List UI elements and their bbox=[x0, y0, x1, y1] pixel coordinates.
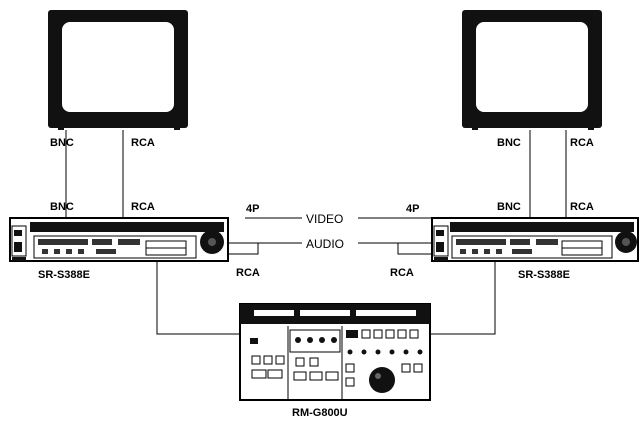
left-vtr-bnc-label: BNC bbox=[50, 201, 74, 213]
left-monitor-rca-label: RCA bbox=[131, 137, 155, 149]
video-signal-label: VIDEO bbox=[306, 212, 343, 226]
right-audio-rca-label: RCA bbox=[390, 267, 414, 279]
right-vtr-rca-label: RCA bbox=[570, 201, 594, 213]
left-vtr bbox=[9, 217, 229, 262]
audio-signal-label: AUDIO bbox=[306, 237, 344, 251]
right-vtr bbox=[431, 217, 639, 262]
right-monitor-rca-label: RCA bbox=[570, 137, 594, 149]
right-monitor-bnc-label: BNC bbox=[497, 137, 521, 149]
right-monitor bbox=[462, 10, 602, 130]
left-4p-label: 4P bbox=[246, 203, 259, 215]
controller-model-label: RM-G800U bbox=[292, 407, 348, 419]
left-monitor-bnc-label: BNC bbox=[50, 137, 74, 149]
left-vtr-rca-label: RCA bbox=[131, 201, 155, 213]
remote-controller bbox=[239, 303, 431, 401]
right-vtr-model-label: SR-S388E bbox=[518, 269, 570, 281]
left-vtr-model-label: SR-S388E bbox=[38, 269, 90, 281]
cables bbox=[65, 130, 567, 335]
left-monitor bbox=[48, 10, 188, 130]
right-vtr-bnc-label: BNC bbox=[497, 201, 521, 213]
right-4p-label: 4P bbox=[406, 203, 419, 215]
left-audio-rca-label: RCA bbox=[236, 267, 260, 279]
